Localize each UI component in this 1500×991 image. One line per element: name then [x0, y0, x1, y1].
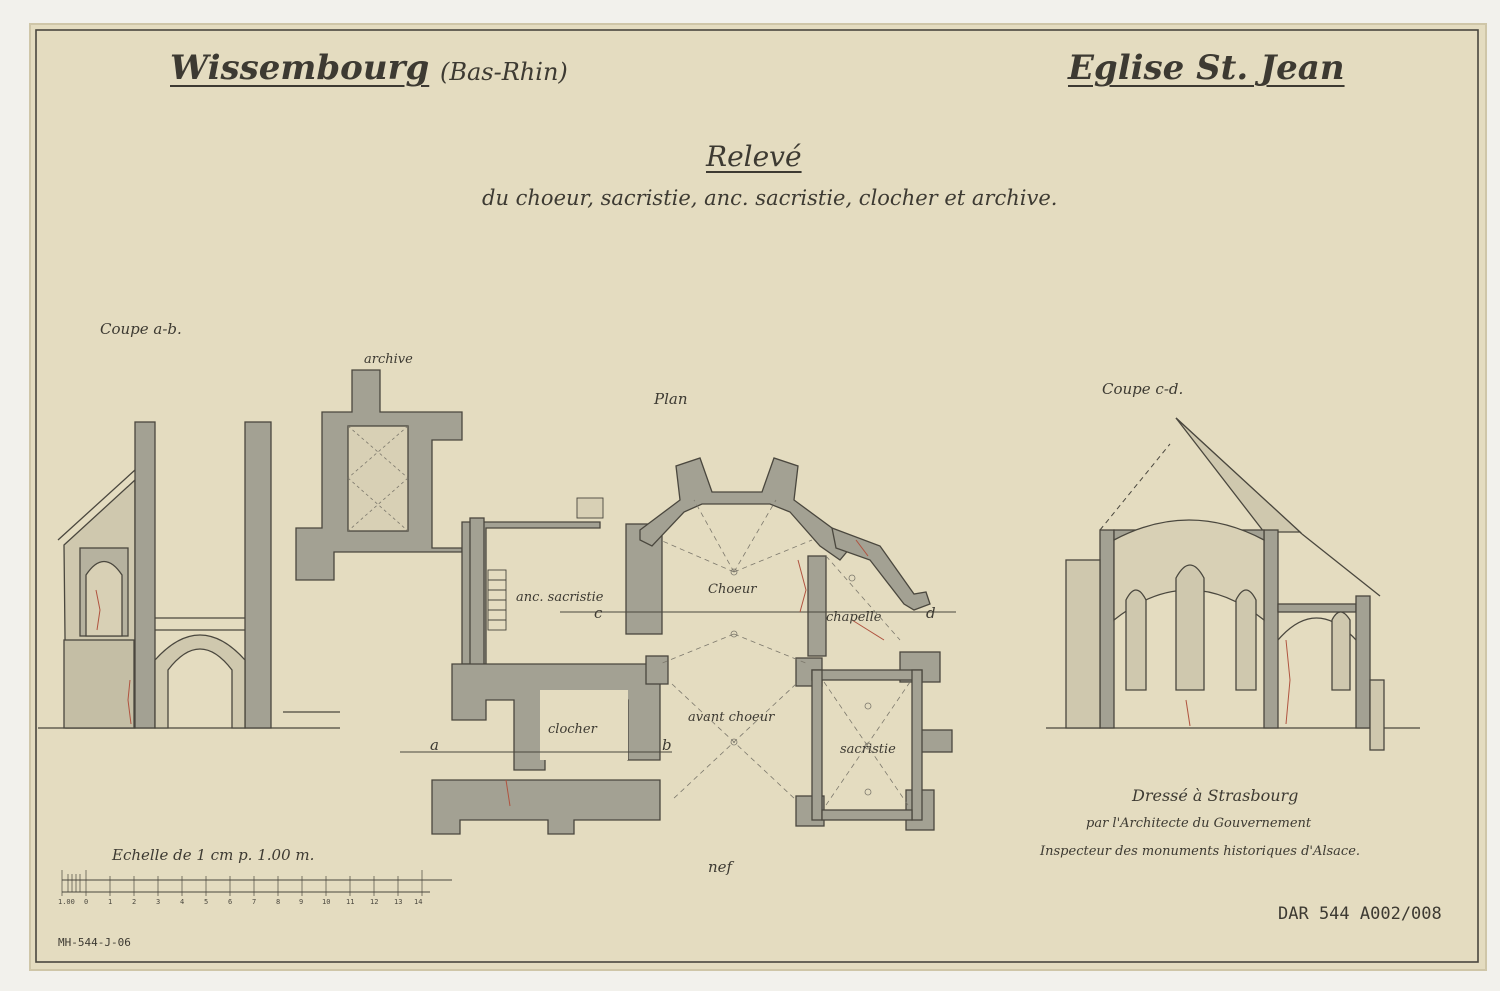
- section-mark-d: d: [926, 604, 936, 622]
- room-clocher: clocher: [548, 722, 597, 737]
- section-cd-cracks: [1185, 639, 1291, 727]
- plan-label: Plan: [654, 390, 688, 408]
- room-avant-choeur: avant choeur: [688, 710, 775, 725]
- drawing-subtitle: du choeur, sacristie, anc. sacristie, cl…: [482, 186, 1058, 210]
- scale-tick-label: 12: [370, 898, 379, 906]
- scale-bar-drawing: [61, 870, 452, 896]
- signature-line-1: Dressé à Strasbourg: [1132, 786, 1299, 805]
- scale-tick-label: 3: [156, 898, 161, 906]
- scale-tick-label: 1: [108, 898, 113, 906]
- section-ab-drawing: [38, 421, 340, 729]
- section-mark-b: b: [662, 736, 672, 754]
- scale-tick-label: 1.00: [58, 898, 75, 906]
- scale-tick-label: 13: [394, 898, 403, 906]
- scale-tick-label: 4: [180, 898, 185, 906]
- border-frame: [35, 29, 1479, 963]
- scale-label: Echelle de 1 cm p. 1.00 m.: [112, 846, 315, 864]
- scale-tick-label: 11: [346, 898, 355, 906]
- scale-tick-label: 5: [204, 898, 209, 906]
- town-title: Wissembourg: [170, 48, 430, 88]
- room-choeur: Choeur: [708, 582, 757, 597]
- section-cd-drawing: [1046, 417, 1420, 751]
- church-title: Eglise St. Jean: [1068, 48, 1345, 88]
- signature-line-3: Inspecteur des monuments historiques d'A…: [1040, 844, 1361, 859]
- room-nef: nef: [708, 858, 733, 876]
- plan-cracks: [505, 539, 885, 807]
- section-mark-a: a: [430, 736, 439, 754]
- section-ab-cracks: [95, 589, 132, 725]
- room-anc-sacristie: anc. sacristie: [516, 590, 604, 605]
- drawing-title: Relevé: [706, 140, 802, 173]
- archive-label: archive: [364, 352, 413, 367]
- scale-tick-label: 6: [228, 898, 233, 906]
- archive-reference: DAR 544 A002/008: [1278, 904, 1442, 924]
- scale-tick-label: 14: [414, 898, 423, 906]
- inventory-reference: MH-544-J-06: [58, 936, 131, 949]
- scale-tick-label: 8: [276, 898, 281, 906]
- signature-line-2: par l'Architecte du Gouvernement: [1086, 816, 1312, 831]
- plan-drawing: [400, 457, 956, 835]
- scale-tick-label: 9: [299, 898, 304, 906]
- section-mark-c: c: [594, 604, 603, 622]
- region-label: (Bas-Rhin): [440, 58, 568, 86]
- room-chapelle: chapelle: [826, 610, 882, 625]
- section-ab-label: Coupe a-b.: [100, 320, 182, 338]
- room-sacristie: sacristie: [840, 742, 896, 757]
- scale-tick-label: 10: [322, 898, 331, 906]
- scale-tick-label: 7: [252, 898, 257, 906]
- scale-tick-label: 0: [84, 898, 89, 906]
- section-cd-label: Coupe c-d.: [1102, 380, 1184, 398]
- scale-tick-label: 2: [132, 898, 137, 906]
